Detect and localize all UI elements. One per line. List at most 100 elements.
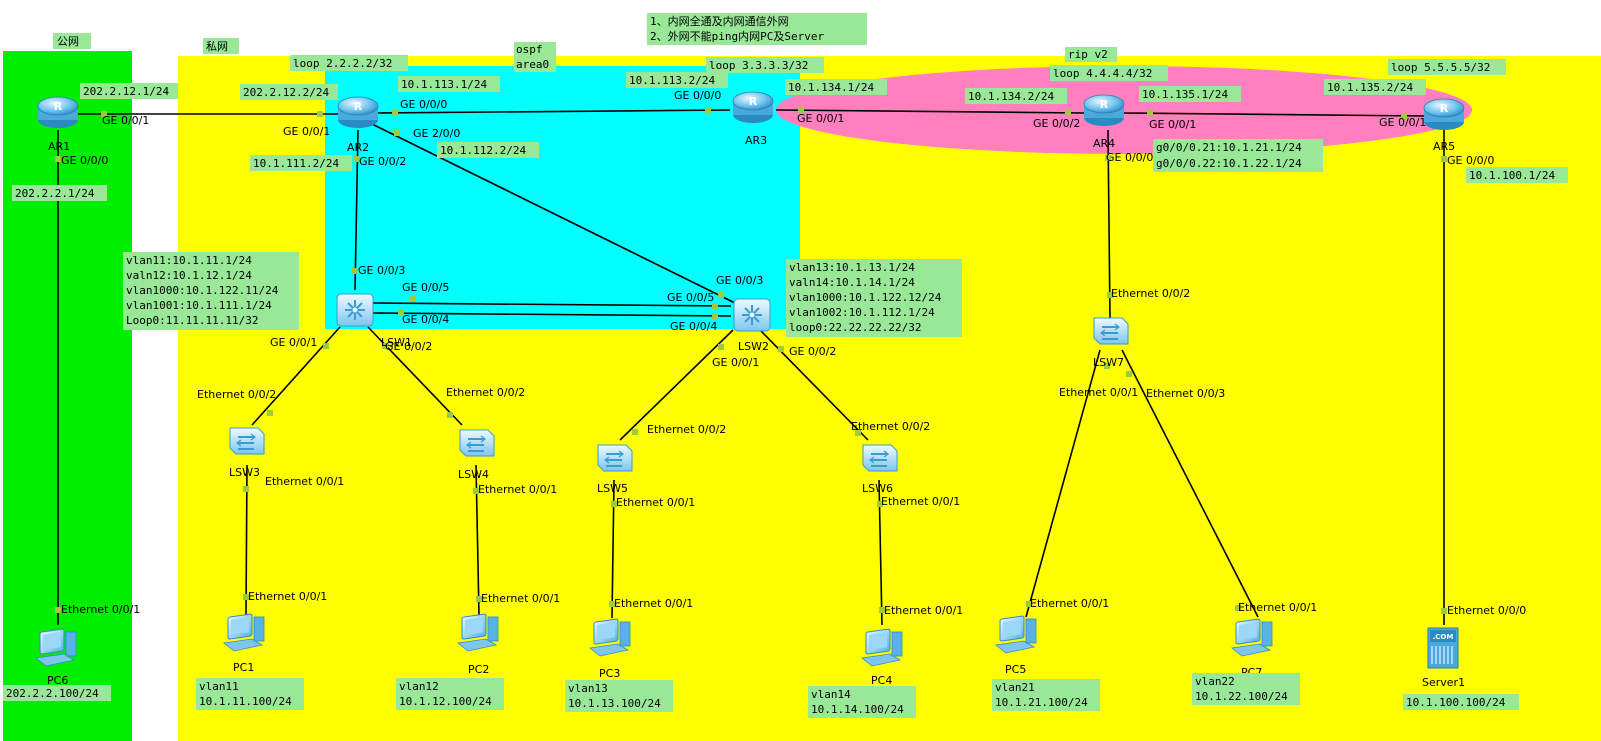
addr-pc2-vlan: vlan12 (399, 680, 439, 693)
port-lsw2-g004: GE 0/0/4 (670, 320, 717, 333)
port-ar2-g000: GE 0/0/0 (400, 98, 447, 111)
port-ar2-g200: GE 2/0/0 (413, 127, 460, 140)
addr-ar3-g001: 10.1.134.1/24 (788, 81, 874, 94)
label-ar2: AR2 (347, 141, 369, 154)
ospf-area (325, 66, 800, 329)
addr-ar5-g001: 10.1.135.2/24 (1327, 81, 1413, 94)
label-lsw5: LSW5 (597, 482, 628, 495)
port-pc6-e1: Ethernet 0/0/1 (61, 603, 140, 616)
router-ar4[interactable] (1083, 94, 1125, 127)
addr-pc2-ip: 10.1.12.100/24 (399, 695, 492, 708)
note-1: 1、内网全通及内网通信外网 (650, 14, 789, 28)
switch-lsw5[interactable] (597, 444, 633, 472)
port-server1-e0: Ethernet 0/0/0 (1447, 604, 1526, 617)
port-pc2-e1: Ethernet 0/0/1 (481, 592, 560, 605)
addr-lsw2-line2: valn14:10.1.14.1/24 (789, 276, 915, 289)
port-lsw3-e2: Ethernet 0/0/2 (197, 388, 276, 401)
link-lsw7-pc5 (1025, 349, 1101, 618)
label-pc1: PC1 (233, 661, 254, 674)
switch-lsw1[interactable] (336, 293, 374, 327)
pc1[interactable] (223, 613, 265, 652)
port-lsw2-g003: GE 0/0/3 (716, 274, 763, 287)
port-ar1-g001: GE 0/0/1 (102, 114, 149, 127)
label-lsw6: LSW6 (862, 482, 893, 495)
addr-ar5-loop: loop 5.5.5.5/32 (1391, 61, 1490, 74)
label-pc3: PC3 (599, 667, 620, 680)
port-pc5-e1: Ethernet 0/0/1 (1030, 597, 1109, 610)
addr-pc5-vlan: vlan21 (995, 681, 1035, 694)
addr-lsw1-line3: vlan1000:10.1.122.11/24 (126, 284, 279, 297)
port-ar3-g001: GE 0/0/1 (797, 112, 844, 125)
public-zone-label: 公网 (57, 35, 79, 48)
pc4[interactable] (861, 628, 903, 667)
port-markers (55, 107, 1447, 614)
addr-ar4-g001: 10.1.135.1/24 (1142, 88, 1228, 101)
router-ar5[interactable] (1423, 98, 1465, 131)
port-ar1-g000: GE 0/0/0 (61, 154, 108, 167)
port-lsw1-g001: GE 0/0/1 (270, 336, 317, 349)
private-zone-label: 私网 (206, 40, 228, 53)
addr-lsw1-line2: valn12:10.1.12.1/24 (126, 269, 252, 282)
port-ar2-g002: GE 0/0/2 (359, 155, 406, 168)
pc2[interactable] (457, 613, 499, 652)
port-ar4-g002: GE 0/0/2 (1033, 117, 1080, 130)
label-lsw3: LSW3 (229, 466, 260, 479)
router-ar2[interactable] (337, 96, 379, 129)
label-ar5: AR5 (1433, 140, 1455, 153)
addr-ar5-g000: 10.1.100.1/24 (1469, 169, 1555, 182)
label-pc2: PC2 (468, 663, 489, 676)
addr-server1-ip: 10.1.100.100/24 (1406, 696, 1506, 709)
port-pc7-e1: Ethernet 0/0/1 (1238, 601, 1317, 614)
label-server1: Server1 (1422, 676, 1465, 689)
addr-ar4-g002: 10.1.134.2/24 (968, 90, 1054, 103)
port-lsw5-e2: Ethernet 0/0/2 (647, 423, 726, 436)
link-ar4-lsw7 (1107, 129, 1111, 319)
label-ar3: AR3 (745, 134, 767, 147)
addr-lsw2-line5: loop0:22.22.22.22/32 (789, 321, 921, 334)
switch-lsw3[interactable] (229, 427, 265, 455)
ospf-area-label: area0 (516, 58, 549, 71)
addr-pc3-ip: 10.1.13.100/24 (568, 697, 661, 710)
addr-pc3-vlan: vlan13 (568, 682, 608, 695)
link-ar2-lsw2 (371, 123, 736, 304)
switch-lsw4[interactable] (459, 429, 495, 457)
addr-pc1-vlan: vlan11 (199, 680, 239, 693)
addr-ar2-loop: loop 2.2.2.2/32 (293, 57, 392, 70)
label-pc4: PC4 (871, 674, 892, 687)
switch-lsw6[interactable] (862, 444, 898, 472)
addr-pc4-ip: 10.1.14.100/24 (811, 703, 904, 716)
switch-lsw2[interactable] (733, 298, 771, 332)
router-ar1[interactable] (37, 96, 79, 129)
pc7[interactable] (1231, 618, 1273, 657)
addr-pc4-vlan: vlan14 (811, 688, 851, 701)
port-lsw2-g005: GE 0/0/5 (667, 291, 714, 304)
port-lsw6-e2: Ethernet 0/0/2 (851, 420, 930, 433)
pc6[interactable] (35, 628, 77, 667)
port-lsw6-e1: Ethernet 0/0/1 (881, 495, 960, 508)
public-zone (3, 51, 132, 741)
label-ar1: AR1 (48, 140, 70, 153)
label-lsw4: LSW4 (458, 468, 489, 481)
port-lsw3-e1: Ethernet 0/0/1 (265, 475, 344, 488)
pc3[interactable] (589, 618, 631, 657)
port-pc1-e1: Ethernet 0/0/1 (248, 590, 327, 603)
switch-lsw7[interactable] (1093, 317, 1129, 345)
addr-pc5-ip: 10.1.21.100/24 (995, 696, 1088, 709)
link-ar2-ar3 (377, 109, 731, 114)
addr-ar1-g000: 202.2.2.1/24 (15, 187, 95, 200)
addr-pc7-vlan: vlan22 (1195, 675, 1235, 688)
addr-pc1-ip: 10.1.11.100/24 (199, 695, 292, 708)
server1[interactable] (1427, 627, 1459, 669)
addr-ar3-loop: loop 3.3.3.3/32 (709, 59, 808, 72)
addr-pc7-ip: 10.1.22.100/24 (1195, 690, 1288, 703)
addr-ar4-loop: loop 4.4.4.4/32 (1053, 67, 1152, 80)
addr-ar2-g001: 202.2.12.2/24 (243, 86, 329, 99)
pc5[interactable] (995, 615, 1037, 654)
label-ar4: AR4 (1093, 137, 1115, 150)
addr-lsw2-line3: vlan1000:10.1.122.12/24 (789, 291, 942, 304)
note-2: 2、外网不能ping内网PC及Server (650, 29, 824, 43)
router-ar3[interactable] (732, 91, 774, 124)
link-lsw2-lsw5 (619, 329, 734, 441)
port-lsw1-g002: GE 0/0/2 (385, 340, 432, 353)
addr-ar3-g000: 10.1.113.2/24 (629, 74, 715, 87)
